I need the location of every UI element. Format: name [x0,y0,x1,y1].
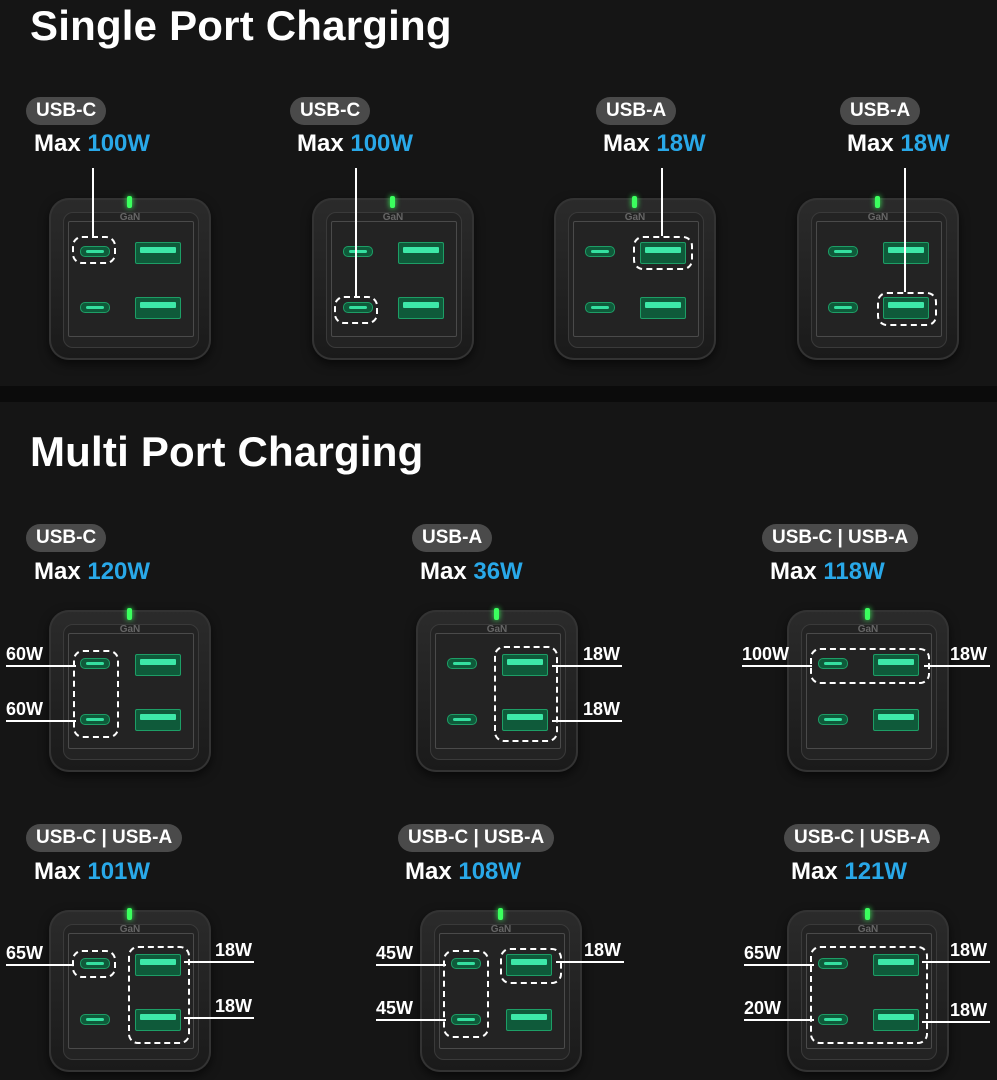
pointer-line [6,665,76,667]
pointer-line [922,961,990,963]
port-highlight [877,292,937,326]
port-highlight [633,236,693,270]
pointer-line [904,168,906,292]
port-watt-label: 18W [584,940,622,960]
port-watt-label: 65W [6,943,44,963]
gan-logo: GaN [119,212,141,223]
pointer-line [556,961,624,963]
port-type-badge: USB-C | USB-A [398,824,555,852]
port-watt-label: 45W [376,943,414,963]
power-led [865,608,870,620]
charger-graphic: GaN [797,196,959,360]
port-type-badge: USB-C [26,97,107,125]
port-watt-label: 18W [215,996,253,1016]
port-highlight [500,948,562,984]
pointer-line [184,1017,254,1019]
gan-logo: GaN [486,624,508,635]
pointer-line [6,964,74,966]
power-led [875,196,880,208]
pointer-line [661,168,663,236]
port-type-badge: USB-A [596,97,677,125]
pointer-line [376,964,446,966]
multi-port-title: Multi Port Charging [30,428,424,475]
max-power-label: Max 100W [34,130,151,157]
port-watt-label: 18W [583,644,621,664]
gan-logo: GaN [490,924,512,935]
pointer-line [924,665,990,667]
port-highlight [72,236,116,264]
max-power-label: Max 118W [770,558,885,585]
port-highlight [494,646,558,742]
port-highlight [810,946,928,1044]
port-highlight [72,950,116,978]
power-led [127,908,132,920]
charger-graphic: GaN [49,196,211,360]
pointer-line [92,168,94,236]
port-highlight [128,946,190,1044]
port-watt-label: 18W [950,644,988,664]
port-watt-label: 20W [744,998,782,1018]
charger-graphic: GaN [312,196,474,360]
gan-logo: GaN [857,624,879,635]
port-watt-label: 60W [6,644,44,664]
port-type-badge: USB-C | USB-A [762,524,919,552]
gan-logo: GaN [119,624,141,635]
max-power-label: Max 101W [34,858,151,885]
port-type-badge: USB-C | USB-A [784,824,941,852]
port-type-badge: USB-C [26,524,107,552]
power-led [127,608,132,620]
port-watt-label: 18W [583,699,621,719]
power-led [494,608,499,620]
max-power-label: Max 36W [420,558,523,585]
power-led [127,196,132,208]
port-highlight [810,648,930,684]
power-led [390,196,395,208]
charger-graphic: GaN [554,196,716,360]
port-highlight [443,950,489,1038]
pointer-line [6,720,76,722]
gan-logo: GaN [382,212,404,223]
power-led [498,908,503,920]
port-watt-label: 45W [376,998,414,1018]
charger-graphic: GaN [49,908,211,1072]
port-watt-label: 18W [950,1000,988,1020]
pointer-line [744,1019,814,1021]
port-type-badge: USB-A [840,97,921,125]
port-highlight [334,296,378,324]
port-type-badge: USB-C [290,97,371,125]
gan-logo: GaN [624,212,646,223]
gan-logo: GaN [119,924,141,935]
pointer-line [552,665,622,667]
gan-logo: GaN [857,924,879,935]
port-highlight [73,650,119,738]
max-power-label: Max 121W [791,858,908,885]
pointer-line [742,665,812,667]
charger-graphic: GaN [420,908,582,1072]
single-port-title: Single Port Charging [30,2,452,49]
power-led [865,908,870,920]
gan-logo: GaN [867,212,889,223]
power-led [632,196,637,208]
port-watt-label: 18W [950,940,988,960]
pointer-line [922,1021,990,1023]
pointer-line [552,720,622,722]
charger-graphic: GaN [787,908,949,1072]
pointer-line [184,961,254,963]
max-power-label: Max 18W [847,130,950,157]
port-type-badge: USB-C | USB-A [26,824,183,852]
port-watt-label: 60W [6,699,44,719]
port-type-badge: USB-A [412,524,493,552]
pointer-line [744,964,814,966]
pointer-line [355,168,357,296]
pointer-line [376,1019,446,1021]
max-power-label: Max 108W [405,858,522,885]
port-watt-label: 65W [744,943,782,963]
charger-graphic: GaN [787,608,949,772]
max-power-label: Max 18W [603,130,706,157]
port-watt-label: 18W [215,940,253,960]
max-power-label: Max 100W [297,130,414,157]
port-watt-label: 100W [742,644,790,664]
max-power-label: Max 120W [34,558,151,585]
